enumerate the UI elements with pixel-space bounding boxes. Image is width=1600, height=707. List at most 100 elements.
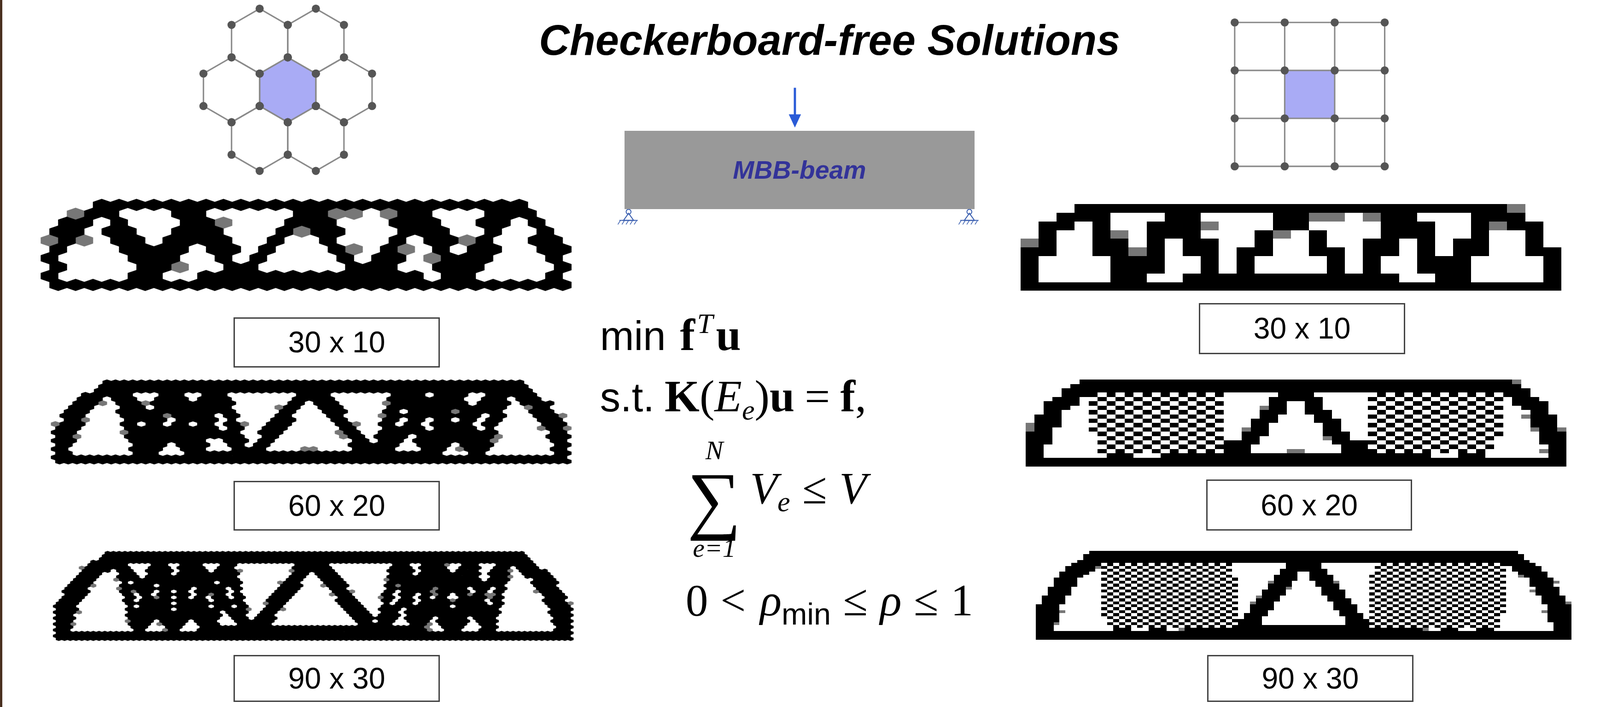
formula-term: e (777, 485, 791, 519)
mesh-node (199, 101, 208, 111)
mesh-node (227, 118, 236, 127)
mesh-node (283, 118, 292, 127)
formula-term: ρ (759, 574, 782, 626)
support-symbol (958, 209, 979, 225)
mesh-size-box: 90 x 30 (233, 654, 440, 702)
formula-term: f (680, 309, 695, 361)
mesh-size-label: 90 x 30 (1261, 661, 1359, 696)
square-topology-result (1025, 379, 1567, 467)
mesh-node (283, 53, 292, 62)
formula-term: T (696, 307, 713, 340)
mesh-node (283, 53, 292, 62)
formula-term: min (600, 312, 666, 360)
grid-line (1234, 165, 1385, 168)
mesh-node (1230, 18, 1239, 27)
mesh-size-label: 60 x 20 (288, 488, 386, 523)
formula-term: N (705, 436, 724, 465)
hex-topology-result (40, 198, 572, 291)
support-symbol (618, 209, 638, 225)
mesh-node (1380, 162, 1390, 171)
mesh-node (255, 69, 264, 78)
mesh-size-box: 90 x 30 (1207, 654, 1414, 702)
formula-term: V (839, 462, 867, 514)
formula-term: 0 (685, 574, 709, 626)
mesh-node (255, 69, 264, 78)
formula-line: s.t.K(Ee)u=f, (600, 370, 867, 422)
mesh-node (311, 69, 321, 78)
title-text: Checkerboard-free Solutions (538, 16, 1121, 65)
grid-line (1233, 22, 1236, 167)
mesh-node (367, 101, 377, 111)
mesh-node (339, 118, 349, 127)
mesh-node (227, 53, 236, 62)
mesh-node (1330, 162, 1339, 171)
square-mesh-icon (1230, 18, 1389, 171)
formula-term: ≤ (913, 574, 939, 626)
mesh-node (1280, 162, 1290, 171)
summation-block: N∑e=1 (687, 436, 742, 562)
formula-term: = (804, 370, 830, 422)
mesh-node (311, 69, 321, 78)
formula-term: ( (699, 370, 715, 422)
grid-line (1284, 22, 1286, 167)
formula-term: < (720, 574, 746, 626)
formula-term: ≤ (802, 462, 828, 514)
formula-term: e=1 (692, 534, 736, 562)
mesh-node (1380, 66, 1390, 75)
mesh-node (339, 20, 349, 30)
mesh-node (227, 20, 236, 30)
load-arrow (793, 87, 796, 117)
mesh-size-label: 90 x 30 (288, 661, 386, 696)
mesh-node (311, 4, 321, 13)
mesh-node (255, 166, 264, 176)
mesh-node (1280, 114, 1290, 123)
mesh-node (311, 101, 321, 111)
mesh-size-label: 30 x 10 (1253, 311, 1351, 346)
mesh-node (1330, 114, 1339, 123)
formula-term: K (664, 370, 700, 422)
domain-label: MBB-beam (732, 155, 866, 185)
design-domain-box: MBB-beam (624, 130, 975, 210)
solid-elements (1020, 204, 1562, 291)
solid-elements (52, 550, 574, 641)
formula-line: Ve≤V (749, 462, 867, 514)
mesh-node (255, 101, 264, 111)
formula-term: u (769, 370, 795, 422)
mesh-node (1380, 114, 1390, 123)
mesh-node (339, 53, 349, 62)
mesh-node (255, 101, 264, 111)
mesh-node (1280, 18, 1290, 27)
mesh-node (227, 53, 236, 62)
mesh-node (311, 101, 321, 111)
mesh-node (283, 20, 292, 30)
grid-line (1234, 69, 1385, 71)
mesh-node (1380, 18, 1390, 27)
mesh-node (339, 53, 349, 62)
mesh-node (311, 69, 321, 78)
mesh-node (255, 101, 264, 111)
formula-term: V (749, 462, 778, 514)
hex-topology-result (51, 379, 572, 465)
hex-cell (287, 105, 345, 171)
mesh-node (283, 53, 292, 62)
mesh-node (283, 150, 292, 159)
grid-line (1333, 22, 1336, 167)
mesh-node (227, 118, 236, 127)
formula-term: 1 (950, 574, 974, 626)
mesh-node (283, 150, 292, 159)
hex-topology-result (52, 550, 574, 641)
hex-cell (231, 8, 288, 74)
hex-cell (231, 105, 288, 171)
square-topology-result (1035, 550, 1572, 640)
mesh-node (311, 101, 321, 111)
frame-edge (0, 0, 3, 707)
mesh-node (1230, 162, 1239, 171)
hex-cell (203, 57, 260, 123)
mesh-node (339, 118, 349, 127)
mesh-node (1230, 66, 1239, 75)
formula-term: u (716, 309, 742, 361)
solid-elements (1035, 550, 1572, 640)
hex-cell (315, 57, 373, 123)
formula-line: 0<ρmin≤ρ≤1 (685, 574, 974, 626)
mesh-node (199, 69, 208, 78)
